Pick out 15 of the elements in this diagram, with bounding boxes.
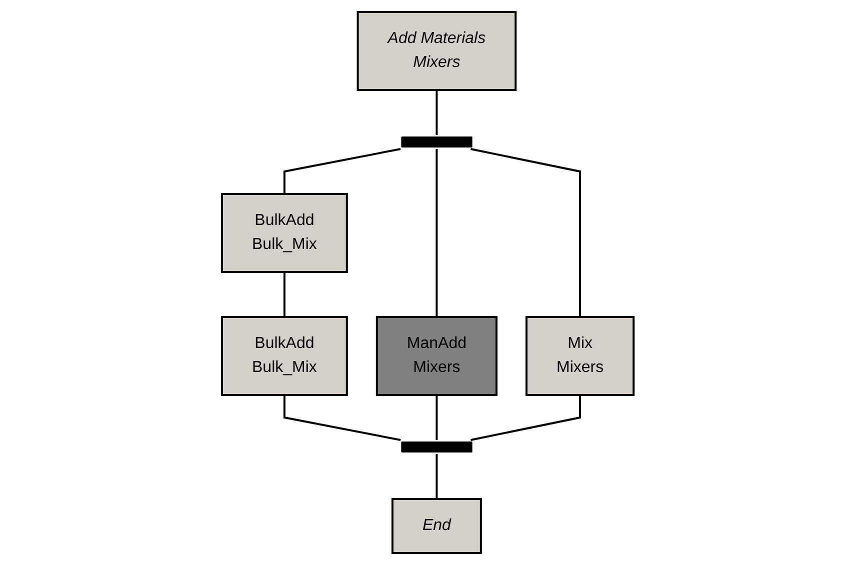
connector bbox=[470, 148, 582, 317]
connector bbox=[436, 90, 438, 135]
connector bbox=[284, 148, 401, 194]
node-box: BulkAdd Bulk_Mix bbox=[221, 193, 348, 273]
node-box: ManAdd Mixers bbox=[376, 316, 498, 396]
node-box: Add Materials Mixers bbox=[356, 11, 517, 91]
connector bbox=[284, 395, 401, 441]
connector bbox=[436, 395, 438, 440]
connector bbox=[436, 149, 438, 317]
node-box: Mix Mixers bbox=[526, 316, 635, 396]
connector bbox=[470, 395, 582, 441]
connector bbox=[436, 454, 438, 499]
node-box: BulkAdd Bulk_Mix bbox=[221, 316, 348, 396]
node-box: End bbox=[392, 498, 482, 554]
connector bbox=[284, 272, 286, 317]
